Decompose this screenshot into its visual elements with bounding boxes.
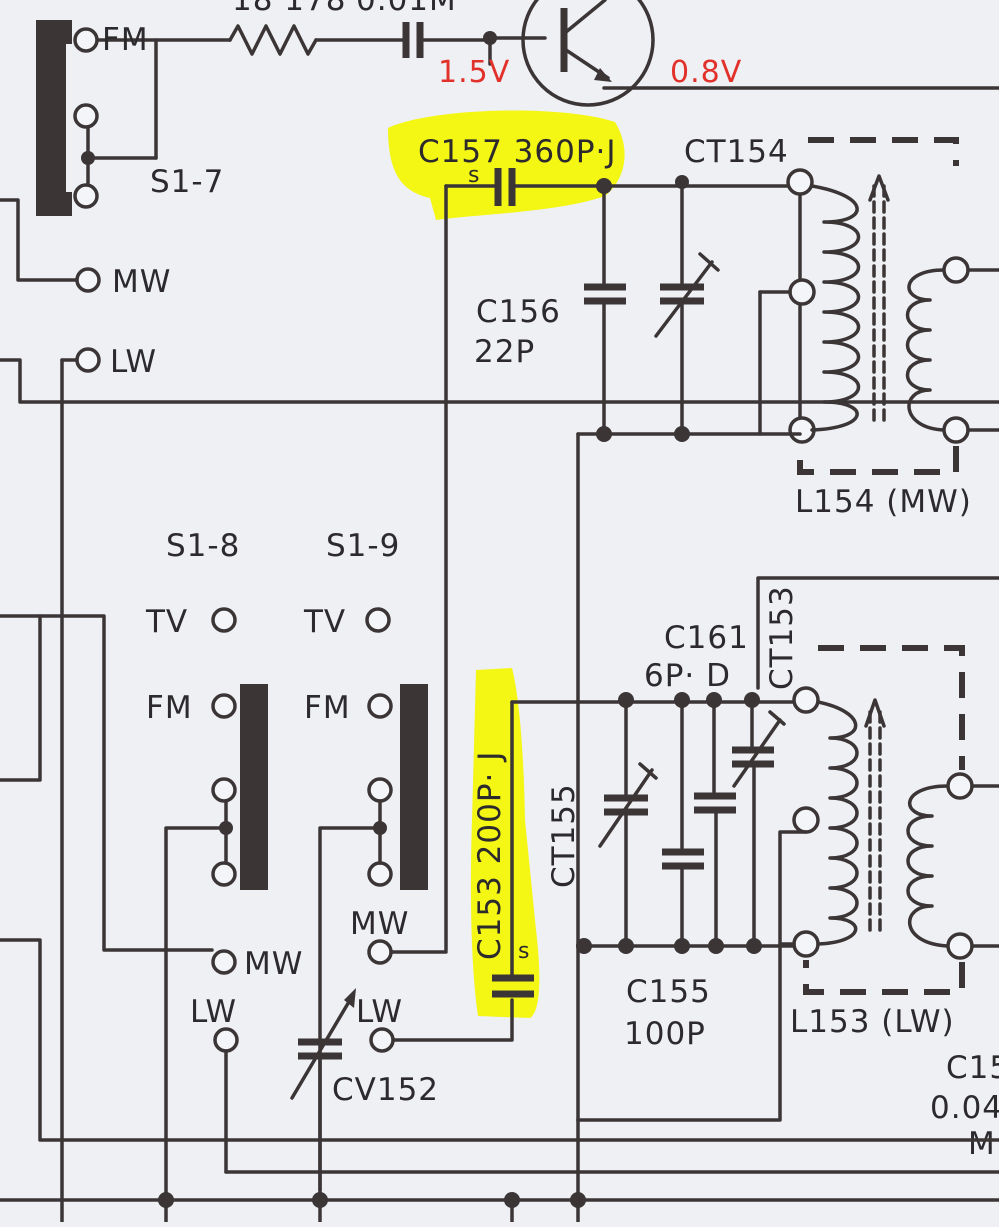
c161-value: 6P· D — [644, 658, 731, 694]
emitter-voltage: 0.8V — [670, 55, 742, 90]
ct155-label: CT155 — [546, 783, 582, 888]
s1-8-label: S1-8 — [166, 528, 240, 564]
l153-label: L153 (LW) — [790, 1004, 955, 1040]
s1-7-contact-bar — [36, 20, 66, 216]
c153-marker: s — [518, 939, 530, 964]
resistor-value: 18 178 — [232, 0, 346, 18]
c155-ref: C155 — [626, 974, 711, 1010]
c157-label: C157 360P·J — [418, 134, 617, 170]
cutoff-label-1: C15 — [946, 1050, 999, 1086]
cutoff-label-2: 0.04 — [930, 1090, 999, 1126]
s1-7-fm-label: FM — [102, 22, 149, 58]
s1-9-contact-bar — [400, 684, 428, 890]
c157-marker: s — [468, 163, 480, 188]
s1-9-tv-label: TV — [303, 604, 346, 640]
s1-8-lw-label: LW — [190, 994, 237, 1030]
s1-9-label: S1-9 — [326, 528, 400, 564]
s1-7-label: S1-7 — [150, 164, 224, 200]
s1-9-fm-label: FM — [304, 690, 351, 726]
c155-value: 100P — [624, 1016, 706, 1052]
s1-9-lw-label: LW — [356, 994, 403, 1030]
s1-9-mw-label: MW — [350, 906, 409, 942]
ct154-label: CT154 — [684, 134, 789, 170]
c153-highlight — [470, 668, 540, 1018]
coupling-cap-value: 0.01M — [356, 0, 457, 18]
c153-label: C153 200P· J — [472, 751, 508, 960]
base-voltage: 1.5V — [438, 55, 510, 90]
ct153-label: CT153 — [764, 585, 800, 690]
s1-8-tv-label: TV — [145, 604, 188, 640]
cv152-label: CV152 — [332, 1072, 439, 1108]
c156-ref: C156 — [476, 294, 561, 330]
transistor-symbol — [521, 0, 655, 107]
s1-8-contact-bar — [240, 684, 268, 890]
s1-7-lw-label: LW — [110, 344, 157, 380]
c161-ref: C161 — [664, 620, 749, 656]
s1-8-fm-label: FM — [146, 690, 193, 726]
l154-label: L154 (MW) — [795, 484, 972, 520]
cutoff-label-3: M — [968, 1126, 996, 1162]
s1-8-mw-label: MW — [244, 946, 303, 982]
c156-value: 22P — [474, 334, 535, 370]
s1-7-mw-label: MW — [112, 264, 171, 300]
